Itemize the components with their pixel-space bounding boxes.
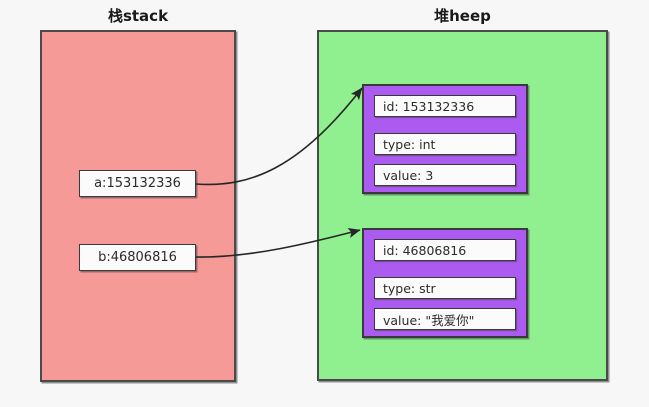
heap-object-str: id: 46806816 type: str value: "我爱你" (362, 228, 528, 338)
heap-object-str-type: type: str (374, 277, 516, 299)
heap-title: 堆heep (434, 7, 491, 25)
stack-variable-b-label: b:46806816 (98, 250, 177, 265)
heap-object-str-value: value: "我爱你" (374, 308, 516, 330)
stack-variable-a: a:153132336 (79, 170, 196, 197)
heap-object-int-id: id: 153132336 (374, 95, 516, 117)
heap-object-int: id: 153132336 type: int value: 3 (362, 84, 528, 194)
heap-object-int-value: value: 3 (374, 164, 516, 186)
stack-variable-a-label: a:153132336 (94, 176, 181, 191)
stack-region (40, 30, 236, 382)
heap-object-str-id: id: 46806816 (374, 239, 516, 261)
stack-title: 栈stack (107, 7, 169, 25)
heap-object-int-type: type: int (374, 133, 516, 155)
stack-variable-b: b:46806816 (79, 244, 196, 271)
